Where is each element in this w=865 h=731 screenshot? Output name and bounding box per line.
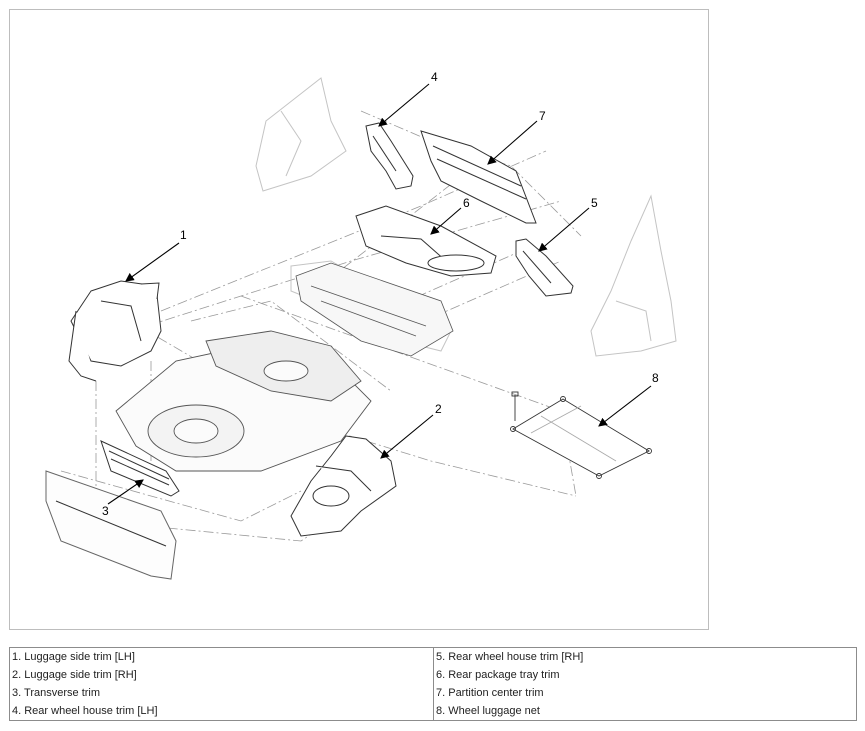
- legend-row: 4. Rear wheel house trim [LH] 8. Wheel l…: [9, 702, 857, 721]
- legend-row: 3. Transverse trim 7. Partition center t…: [9, 684, 857, 702]
- legend-row: 2. Luggage side trim [RH] 6. Rear packag…: [9, 666, 857, 684]
- callout-8: 8: [652, 371, 659, 385]
- legend-cell: 4. Rear wheel house trim [LH]: [9, 702, 434, 721]
- package-tray-support: [295, 262, 454, 357]
- legend-cell: 7. Partition center trim: [433, 684, 857, 702]
- luggage-floor-panel: [115, 330, 372, 472]
- callout-6: 6: [463, 196, 470, 210]
- callout-1: 1: [180, 228, 187, 242]
- callout-3: 3: [102, 504, 109, 518]
- part-partition-center-trim: [420, 130, 537, 224]
- callout-2: 2: [435, 402, 442, 416]
- part-rear-package-tray-trim: [355, 205, 497, 277]
- callout-leaders: [107, 83, 652, 505]
- legend-row: 1. Luggage side trim [LH] 5. Rear wheel …: [9, 647, 857, 666]
- callout-7: 7: [539, 109, 546, 123]
- body-shell-outlines: [255, 77, 677, 357]
- legend-cell: 6. Rear package tray trim: [433, 666, 857, 684]
- part-transverse-trim: [45, 440, 180, 580]
- callout-numbers: 1 2 3 4 5 6 7 8: [102, 70, 659, 518]
- callout-5: 5: [591, 196, 598, 210]
- part-luggage-side-trim-lh: [68, 280, 162, 382]
- exploded-view-drawing: 1 2 3 4 5 6 7 8: [45, 70, 677, 580]
- part-wheel-luggage-net: [510, 391, 652, 479]
- parts-legend-table: 1. Luggage side trim [LH] 5. Rear wheel …: [9, 647, 857, 721]
- part-rear-wheel-house-trim-rh: [515, 238, 574, 297]
- part-luggage-side-trim-rh: [290, 435, 397, 537]
- legend-cell: 3. Transverse trim: [9, 684, 434, 702]
- legend-cell: 2. Luggage side trim [RH]: [9, 666, 434, 684]
- legend-cell: 5. Rear wheel house trim [RH]: [433, 647, 857, 666]
- legend-cell: 1. Luggage side trim [LH]: [9, 647, 434, 666]
- part-rear-wheel-house-trim-lh: [365, 122, 414, 190]
- legend-cell: 8. Wheel luggage net: [433, 702, 857, 721]
- exploded-view-figure: 1 2 3 4 5 6 7 8: [9, 9, 709, 630]
- callout-4: 4: [431, 70, 438, 84]
